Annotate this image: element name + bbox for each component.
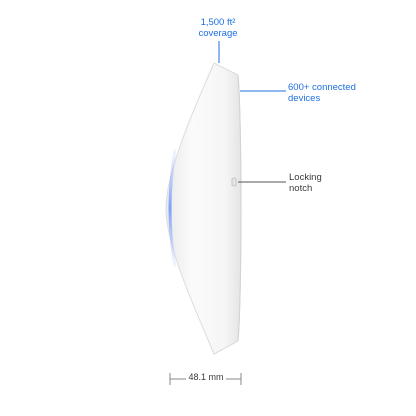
devices-callout: 600+ connected devices (288, 82, 356, 104)
coverage-callout-line2: coverage (198, 28, 238, 39)
device-body (165, 62, 242, 355)
devices-callout-line1: 600+ connected (288, 82, 356, 93)
width-dimension-line (169, 373, 242, 385)
notch-callout-line1: Locking (289, 172, 322, 183)
led-ring-glow (168, 148, 177, 268)
device-back-edge (237, 74, 242, 342)
access-point-device (165, 62, 242, 355)
coverage-callout: 1,500 ft² coverage (190, 17, 246, 39)
notch-callout-line2: notch (289, 183, 313, 194)
width-dimension-label: 48.1 mm (187, 372, 225, 383)
width-dimension-value: 48.1 mm (188, 372, 224, 382)
coverage-callout-line1: 1,500 ft² (200, 17, 236, 28)
locking-notch (231, 177, 237, 187)
notch-callout: Locking notch (289, 172, 322, 194)
devices-callout-line2: devices (288, 93, 321, 104)
